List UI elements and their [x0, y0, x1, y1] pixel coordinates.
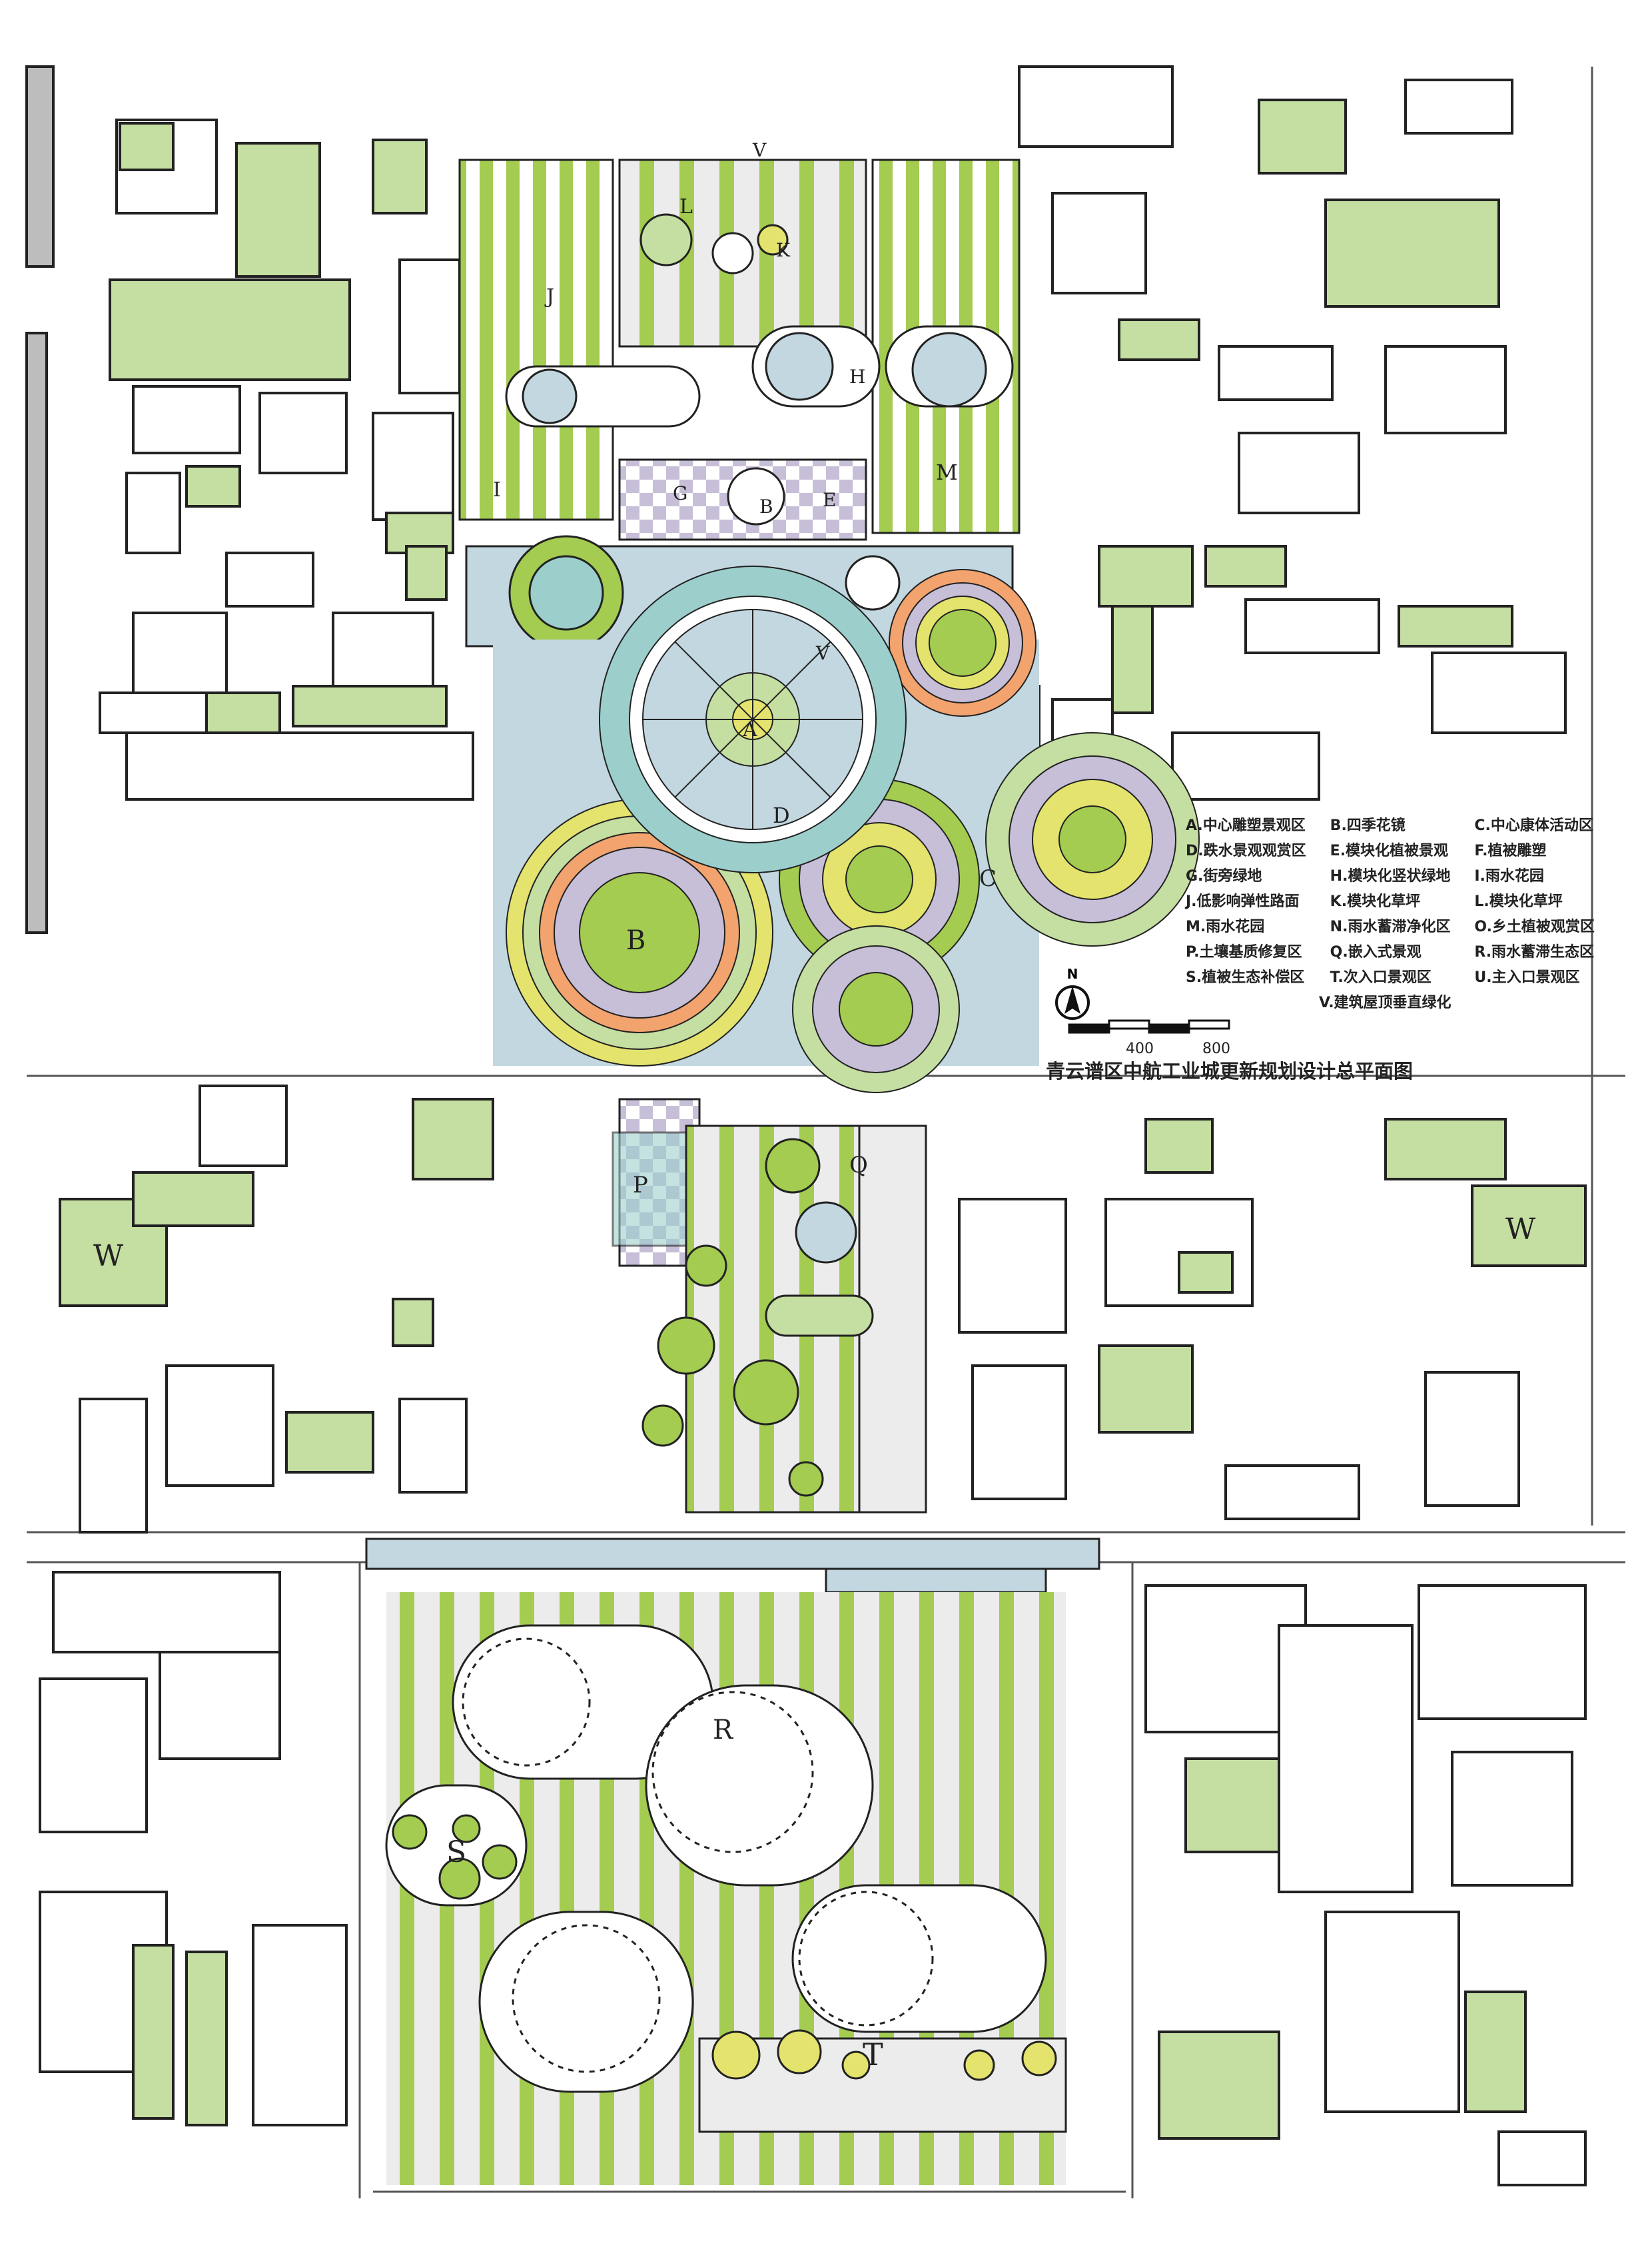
buildings-middle: [59, 1085, 1587, 1534]
legend-row: A.中心雕塑景观区 B.四季花镜 C.中心康体活动区: [1186, 811, 1619, 837]
south-park: [385, 1592, 1067, 2185]
legend-item-v: V.建筑屋顶垂直绿化: [1319, 995, 1451, 1011]
legend-item-o: O.乡土植被观赏区: [1474, 919, 1595, 935]
buildings-northeast: [945, 65, 1567, 801]
label-t: T: [863, 2036, 883, 2072]
label-w-right: W: [1505, 1212, 1536, 1246]
label-h: H: [849, 366, 865, 388]
legend-item-f: F.植被雕塑: [1474, 843, 1547, 859]
scale-label-400: 400: [1126, 1041, 1154, 1057]
legend-row: P.土壤基质修复区 Q.嵌入式景观 R.雨水蓄滞生态区: [1186, 938, 1619, 963]
legend-item-a: A.中心雕塑景观区: [1186, 817, 1306, 834]
north-arrow-icon: [1055, 985, 1090, 1020]
legend-item-j: J.低影响弹性路面: [1186, 893, 1300, 910]
south-plaza-strip-small: [825, 1568, 1047, 1593]
legend-row: M.雨水花园 N.雨水蓄滞净化区 O.乡土植被观赏区: [1186, 913, 1619, 938]
label-a: A: [742, 718, 757, 741]
legend-item-p: P.土壤基质修复区: [1186, 944, 1302, 961]
map-letters: A B B C D E G H I J K L M V V P Q R S T …: [93, 139, 1536, 2072]
legend-row: S.植被生态补偿区 T.次入口景观区 U.主入口景观区: [1186, 963, 1619, 989]
label-m: M: [936, 460, 958, 485]
legend-item-b: B.四季花镜: [1330, 817, 1406, 834]
north-label: N: [1066, 966, 1078, 982]
legend-row: G.街旁绿地 H.模块化竖状绿地 I.雨水花园: [1186, 862, 1619, 887]
label-k: K: [776, 239, 791, 261]
label-v: V: [752, 139, 767, 161]
legend-item-g: G.街旁绿地: [1186, 868, 1262, 885]
buildings-south: [39, 1571, 1587, 2186]
label-r: R: [713, 1715, 734, 1745]
label-e: E: [823, 489, 836, 511]
buildings-northwest: [25, 65, 474, 934]
legend-row: D.跌水景观观赏区 E.模块化植被景观 F.植被雕塑: [1186, 837, 1619, 862]
legend-row: V.建筑屋顶垂直绿化: [1186, 989, 1619, 1014]
scale-bar: [1068, 1019, 1230, 1034]
scale-label-800: 800: [1202, 1041, 1230, 1057]
legend-item-k: K.模块化草坪: [1330, 893, 1421, 910]
legend-item-c: C.中心康体活动区: [1474, 817, 1593, 834]
label-i: I: [493, 478, 501, 502]
label-l: L: [679, 195, 693, 219]
label-p: P: [633, 1172, 648, 1198]
label-g: G: [673, 482, 687, 504]
legend-row: J.低影响弹性路面 K.模块化草坪 L.模块化草坪: [1186, 887, 1619, 913]
plan-title: 青云谱区中航工业城更新规划设计总平面图: [1046, 1060, 1414, 1083]
label-b2: B: [626, 925, 645, 956]
ring-park: [493, 566, 1200, 1093]
label-s: S: [446, 1835, 466, 1869]
legend-item-d: D.跌水景观观赏区: [1186, 843, 1306, 859]
legend-item-h: H.模块化竖状绿地: [1330, 868, 1451, 885]
legend-item-t: T.次入口景观区: [1330, 969, 1432, 986]
legend-item-r: R.雨水蓄滞生态区: [1474, 944, 1595, 961]
legend-item-l: L.模块化草坪: [1474, 893, 1563, 910]
legend: A.中心雕塑景观区 B.四季花镜 C.中心康体活动区 D.跌水景观观赏区 E.模…: [1186, 811, 1619, 1014]
label-b: B: [759, 496, 773, 518]
legend-item-m: M.雨水花园: [1186, 919, 1265, 935]
legend-item-n: N.雨水蓄滞净化区: [1330, 919, 1451, 935]
label-w-left: W: [93, 1239, 124, 1273]
legend-item-q: Q.嵌入式景观: [1330, 944, 1422, 961]
south-plaza-strip: [365, 1538, 1100, 1570]
legend-item-i: I.雨水花园: [1474, 868, 1544, 885]
label-d: D: [773, 803, 790, 828]
legend-item-s: S.植被生态补偿区: [1186, 969, 1305, 986]
corridor-park: [612, 1098, 927, 1514]
legend-item-u: U.主入口景观区: [1474, 969, 1580, 986]
label-j: J: [544, 285, 554, 308]
legend-item-e: E.模块化植被景观: [1330, 843, 1449, 859]
label-c: C: [979, 865, 997, 892]
central-plaza: [458, 159, 1021, 651]
label-q: Q: [849, 1152, 868, 1178]
label-v2: V: [815, 642, 830, 664]
